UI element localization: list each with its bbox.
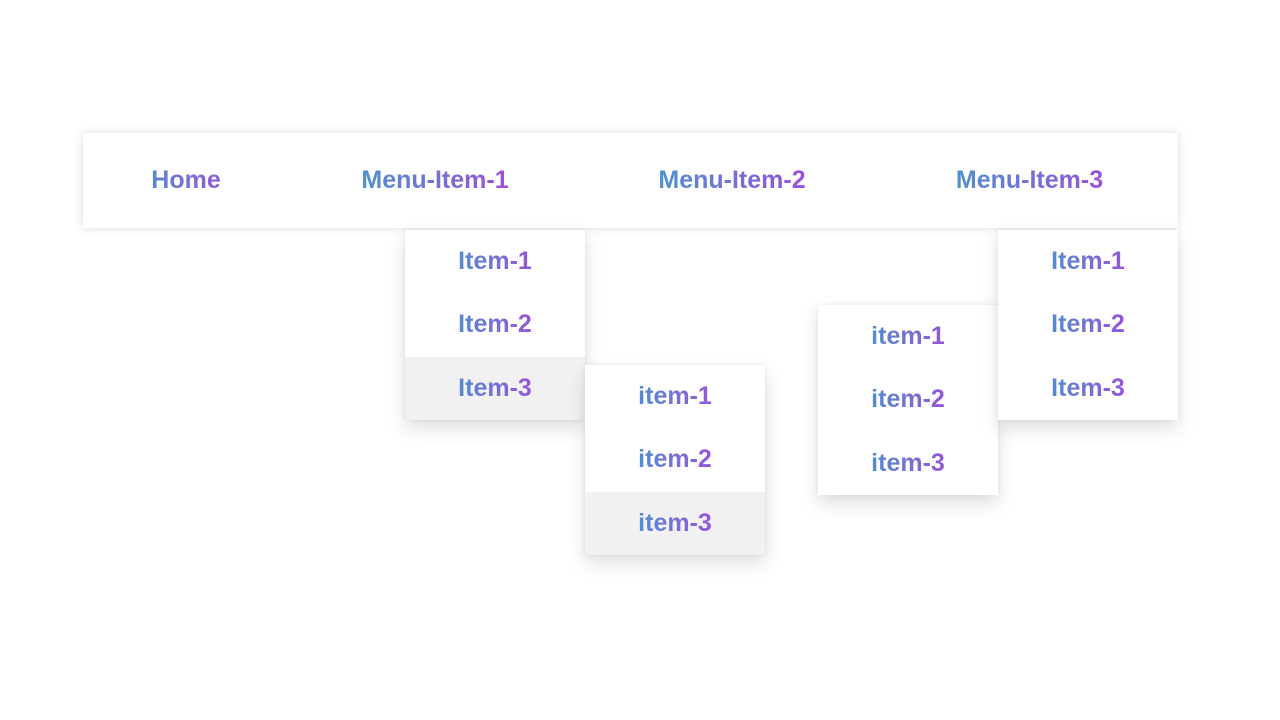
dropdown3-item-1-label: Item-1 — [998, 247, 1178, 276]
dropdown1-item-1-label: Item-1 — [405, 247, 585, 276]
submenu1-item-3-label: item-3 — [585, 509, 765, 538]
submenu1-item-1-label: item-1 — [585, 382, 765, 411]
submenu2-item-1-label: item-1 — [818, 322, 998, 351]
nav-item-home-label: Home — [85, 166, 287, 195]
nav-item-menu-item-2[interactable]: Menu-Item-2 — [583, 133, 881, 228]
nav-item-home[interactable]: Home — [85, 133, 287, 228]
nav-item-menu-item-1[interactable]: Menu-Item-1 — [287, 133, 583, 228]
submenu-menu-item-2: item-1 item-2 item-3 — [818, 305, 998, 495]
submenu2-item-3-label: item-3 — [818, 449, 998, 478]
dropdown1-item-2[interactable]: Item-2 — [405, 293, 585, 356]
submenu1-item-2-label: item-2 — [585, 445, 765, 474]
dropdown3-item-3-label: Item-3 — [998, 374, 1178, 403]
nav-item-menu-item-3[interactable]: Menu-Item-3 — [881, 133, 1178, 228]
submenu1-item-2[interactable]: item-2 — [585, 428, 765, 491]
submenu2-item-1[interactable]: item-1 — [818, 305, 998, 368]
submenu1-item-3[interactable]: item-3 — [585, 491, 765, 555]
submenu2-item-2[interactable]: item-2 — [818, 368, 998, 431]
submenu1-item-1[interactable]: item-1 — [585, 365, 765, 428]
navbar: Home Menu-Item-1 Menu-Item-2 Menu-Item-3 — [83, 133, 1178, 228]
nav-item-menu-item-3-label: Menu-Item-3 — [881, 166, 1178, 195]
submenu2-item-3[interactable]: item-3 — [818, 432, 998, 495]
dropdown-menu-item-1: Item-1 Item-2 Item-3 — [405, 230, 585, 420]
dropdown1-item-3[interactable]: Item-3 — [405, 356, 585, 420]
dropdown1-item-2-label: Item-2 — [405, 310, 585, 339]
dropdown3-item-2-label: Item-2 — [998, 310, 1178, 339]
nav-item-menu-item-2-label: Menu-Item-2 — [583, 166, 881, 195]
dropdown1-item-1[interactable]: Item-1 — [405, 230, 585, 293]
submenu2-item-2-label: item-2 — [818, 385, 998, 414]
dropdown3-item-2[interactable]: Item-2 — [998, 293, 1178, 356]
dropdown3-item-1[interactable]: Item-1 — [998, 230, 1178, 293]
dropdown1-item-3-label: Item-3 — [405, 374, 585, 403]
submenu-menu-item-1: item-1 item-2 item-3 — [585, 365, 765, 555]
dropdown3-item-3[interactable]: Item-3 — [998, 357, 1178, 420]
dropdown-menu-item-3: Item-1 Item-2 Item-3 — [998, 230, 1178, 420]
nav-item-menu-item-1-label: Menu-Item-1 — [287, 166, 583, 195]
